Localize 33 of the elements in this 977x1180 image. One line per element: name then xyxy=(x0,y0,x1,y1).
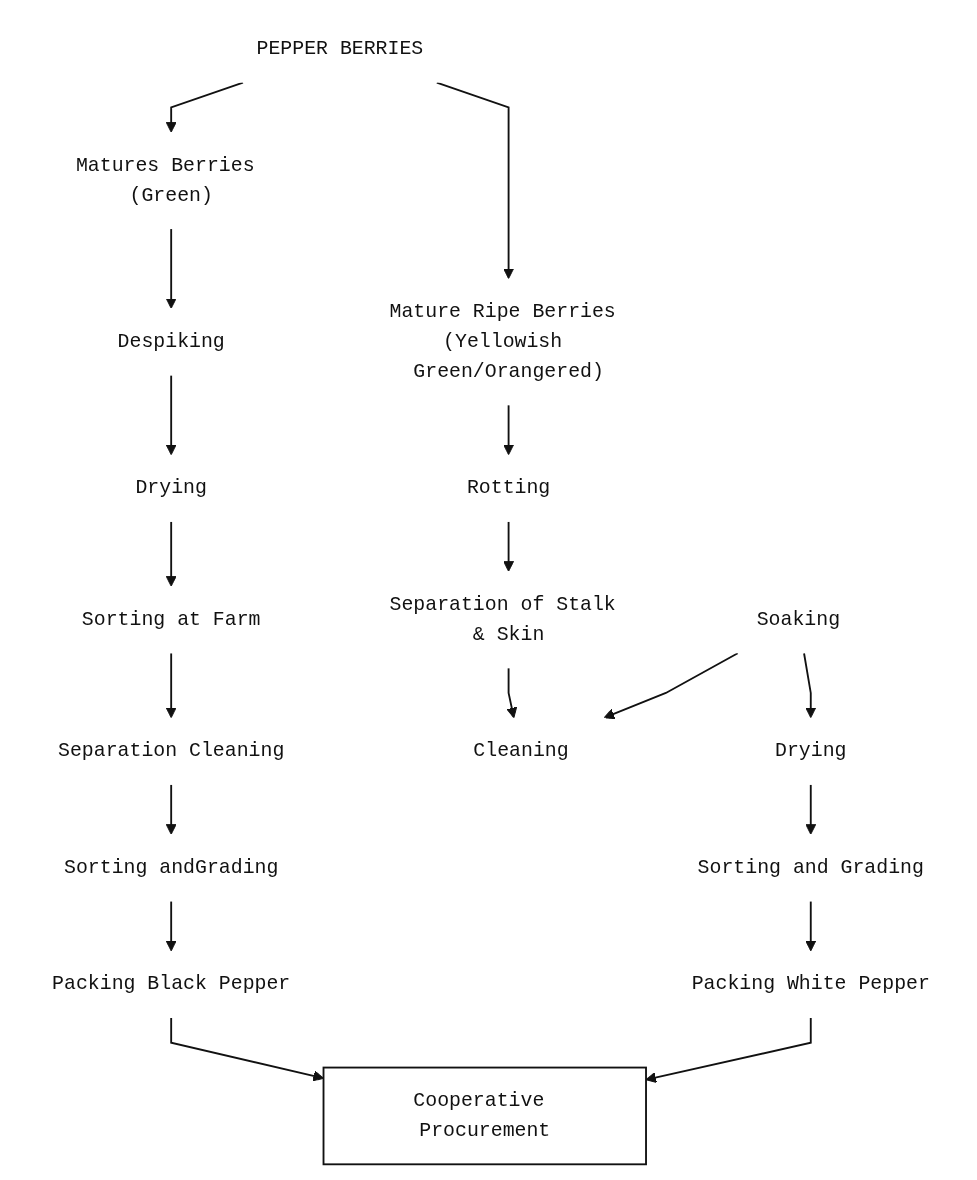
node-text: PEPPER BERRIES xyxy=(256,38,424,61)
node-text: Mature Ripe Berries (Yellowish Green/Orangered) xyxy=(389,300,616,383)
node-text: Packing Black Pepper xyxy=(52,973,291,996)
node-text: Separation Cleaning xyxy=(58,740,285,763)
arrow xyxy=(165,374,177,456)
node-box: Cooperative Procurement xyxy=(322,1066,647,1166)
arrow xyxy=(805,783,817,835)
arrow xyxy=(170,1017,324,1082)
arrow xyxy=(803,652,817,719)
arrow xyxy=(165,228,177,309)
node-text: Rotting xyxy=(466,477,551,500)
node-text: Separation of Stalk & Skin xyxy=(389,593,616,646)
arrow xyxy=(165,900,177,952)
arrow xyxy=(805,900,817,952)
arrow xyxy=(165,652,177,719)
arrow xyxy=(503,520,515,572)
arrow xyxy=(165,81,244,133)
node-text: Drying xyxy=(135,477,207,500)
arrow xyxy=(165,783,177,835)
arrow xyxy=(165,520,177,587)
node-text: Matures Berries (Green) xyxy=(75,154,255,207)
node-text: Sorting andGrading xyxy=(63,856,279,880)
arrow xyxy=(435,81,515,280)
node-text: Sorting at Farm xyxy=(81,608,261,631)
node-text: Despiking xyxy=(117,330,225,354)
node-text: Drying xyxy=(775,740,847,763)
node-text: Cleaning xyxy=(473,740,569,763)
arrow xyxy=(506,667,518,719)
node-text: Soaking xyxy=(756,608,841,631)
node-text: Sorting and Grading xyxy=(697,856,924,880)
arrow xyxy=(603,652,739,720)
arrow xyxy=(503,404,515,456)
node-text: Packing White Pepper xyxy=(691,973,930,996)
